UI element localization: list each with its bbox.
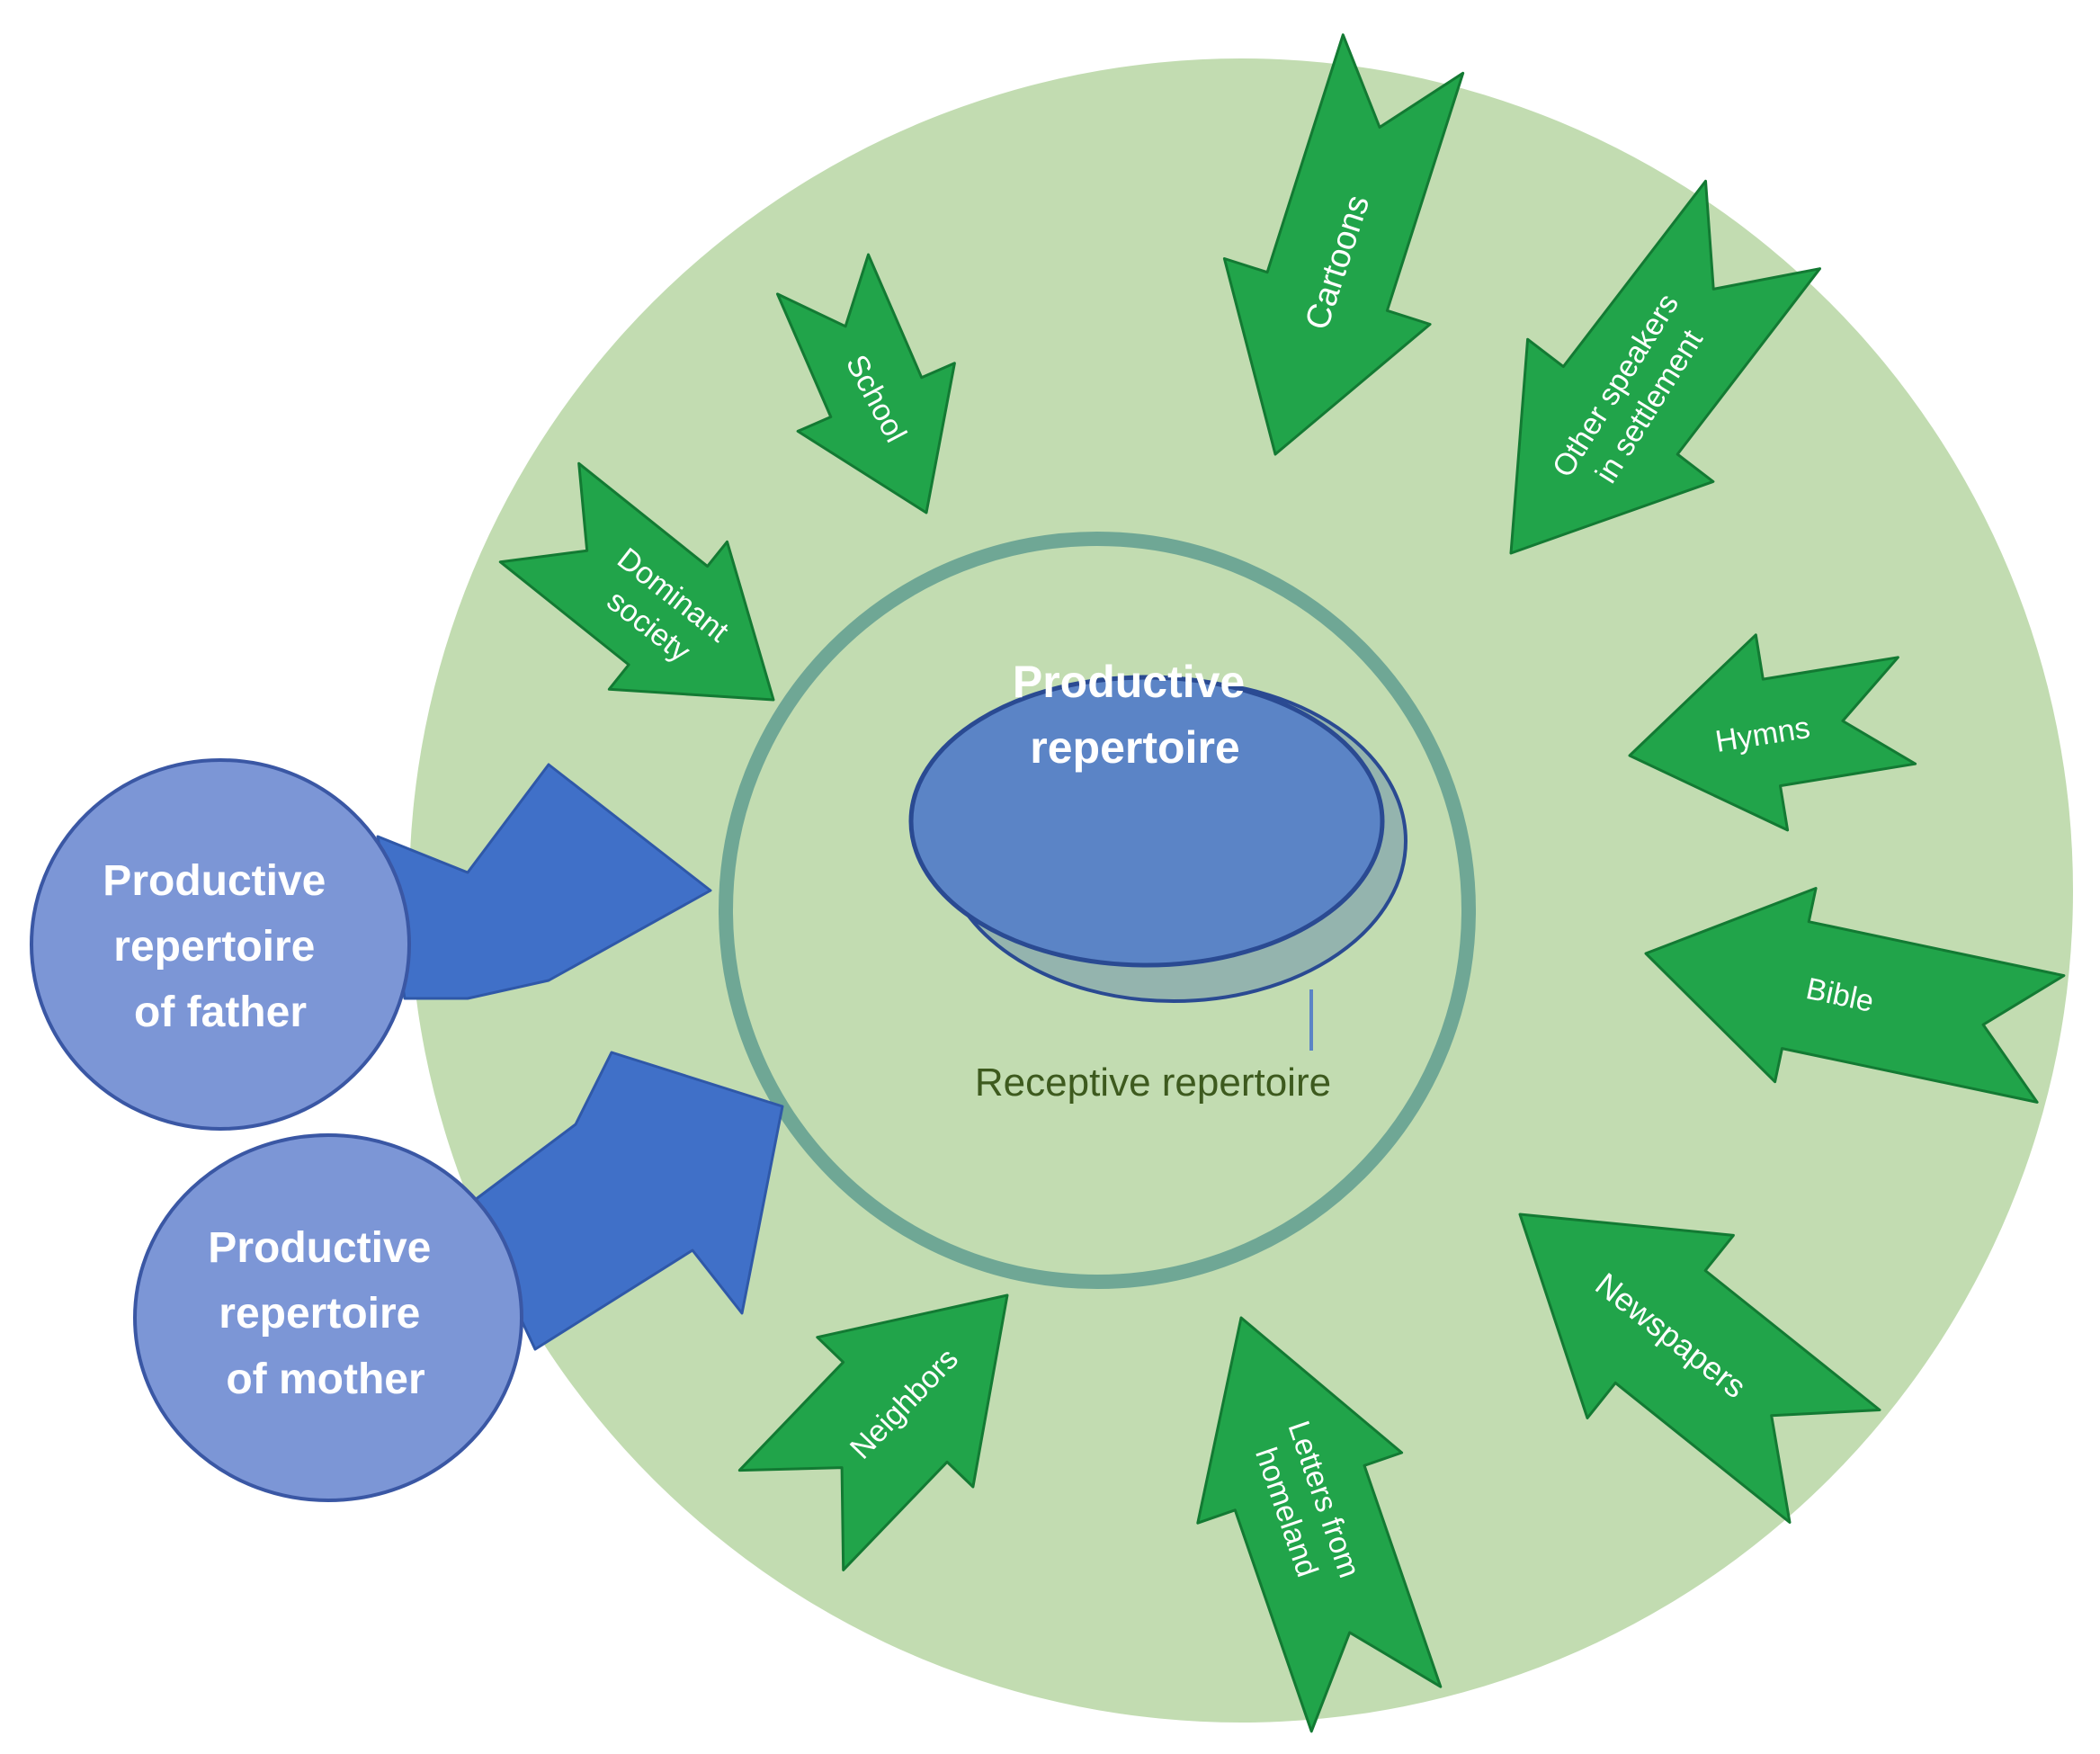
neighbors-arrow	[737, 1293, 1009, 1571]
letters-arrow	[1196, 1316, 1443, 1733]
mother-label-line-3: of mother	[226, 1356, 424, 1403]
school-arrow	[776, 253, 956, 515]
bible-arrow	[1644, 887, 2066, 1104]
mother-repertoire-circle	[133, 1133, 523, 1502]
father-label-line-2: repertoire	[113, 923, 315, 971]
father-label-line-3: of father	[134, 989, 307, 1036]
father-repertoire-label: Productive repertoire of father	[103, 857, 337, 1036]
father-label-line-1: Productive	[103, 857, 326, 905]
cartoons-arrow	[1222, 33, 1465, 456]
productive-repertoire-label: Productive repertoire	[1013, 657, 1257, 773]
father-arrow	[376, 763, 712, 1000]
mother-repertoire-label: Productive repertoire of mother	[208, 1224, 442, 1403]
productive-repertoire-ellipse	[908, 675, 1385, 968]
father-repertoire-circle	[30, 758, 411, 1131]
mother-arrow	[466, 1051, 784, 1351]
productive-label-line-2: repertoire	[1030, 722, 1239, 773]
mother-label-line-1: Productive	[208, 1224, 431, 1272]
mother-label-line-2: repertoire	[219, 1290, 420, 1338]
productive-label-line-1: Productive	[1013, 657, 1245, 707]
newspapers-arrow	[1518, 1213, 1881, 1524]
hymns-arrow	[1628, 633, 1917, 832]
receptive-repertoire-label: Receptive repertoire	[975, 1060, 1331, 1105]
dominant-society-arrow	[498, 461, 775, 702]
other-speakers-arrow	[1509, 179, 1821, 555]
